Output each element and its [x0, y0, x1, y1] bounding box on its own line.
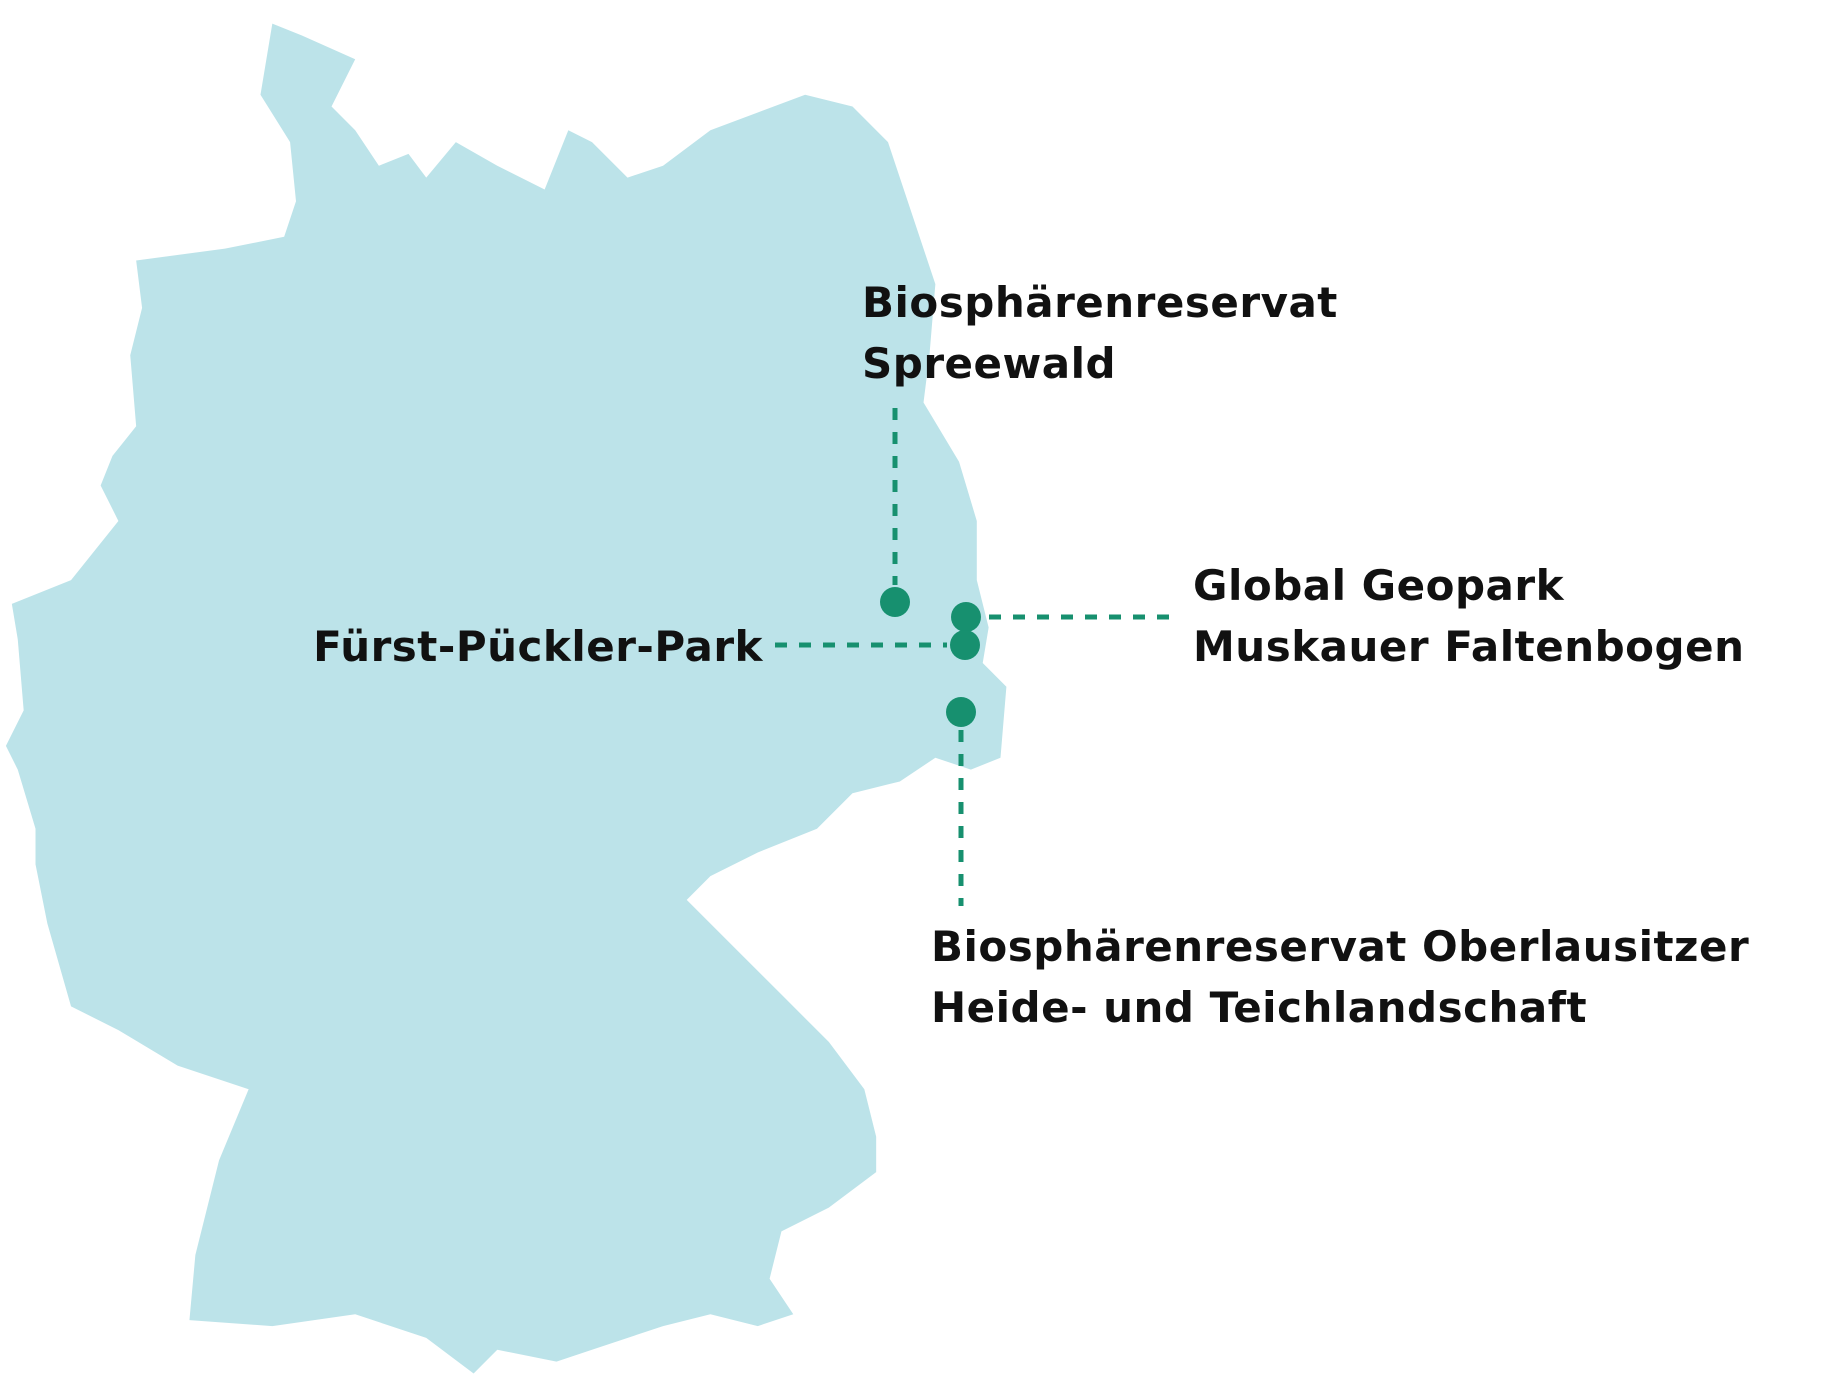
geopark-label-line-1: Global Geopark — [1193, 561, 1565, 610]
spreewald-label-line-2: Spreewald — [862, 339, 1117, 388]
geopark-marker[interactable] — [951, 602, 981, 632]
oberlausitz-label-line-1: Biosphärenreservat Oberlausitzer — [931, 922, 1750, 971]
germany-outline — [5, 23, 1007, 1374]
spreewald-label-line-1: Biosphärenreservat — [862, 278, 1338, 327]
pueckler-marker[interactable] — [950, 630, 980, 660]
pueckler-label: Fürst-Pückler-Park — [313, 616, 763, 677]
geopark-label-line-2: Muskauer Faltenbogen — [1193, 622, 1745, 671]
oberlausitz-marker[interactable] — [946, 697, 976, 727]
pueckler-label-line-1: Fürst-Pückler-Park — [313, 622, 763, 671]
spreewald-marker[interactable] — [880, 587, 910, 617]
oberlausitz-label: Biosphärenreservat Oberlausitzer Heide- … — [931, 916, 1749, 1038]
spreewald-label: Biosphärenreservat Spreewald — [862, 272, 1338, 394]
oberlausitz-label-line-2: Heide- und Teichlandschaft — [931, 983, 1588, 1032]
geopark-label: Global Geopark Muskauer Faltenbogen — [1193, 555, 1745, 677]
